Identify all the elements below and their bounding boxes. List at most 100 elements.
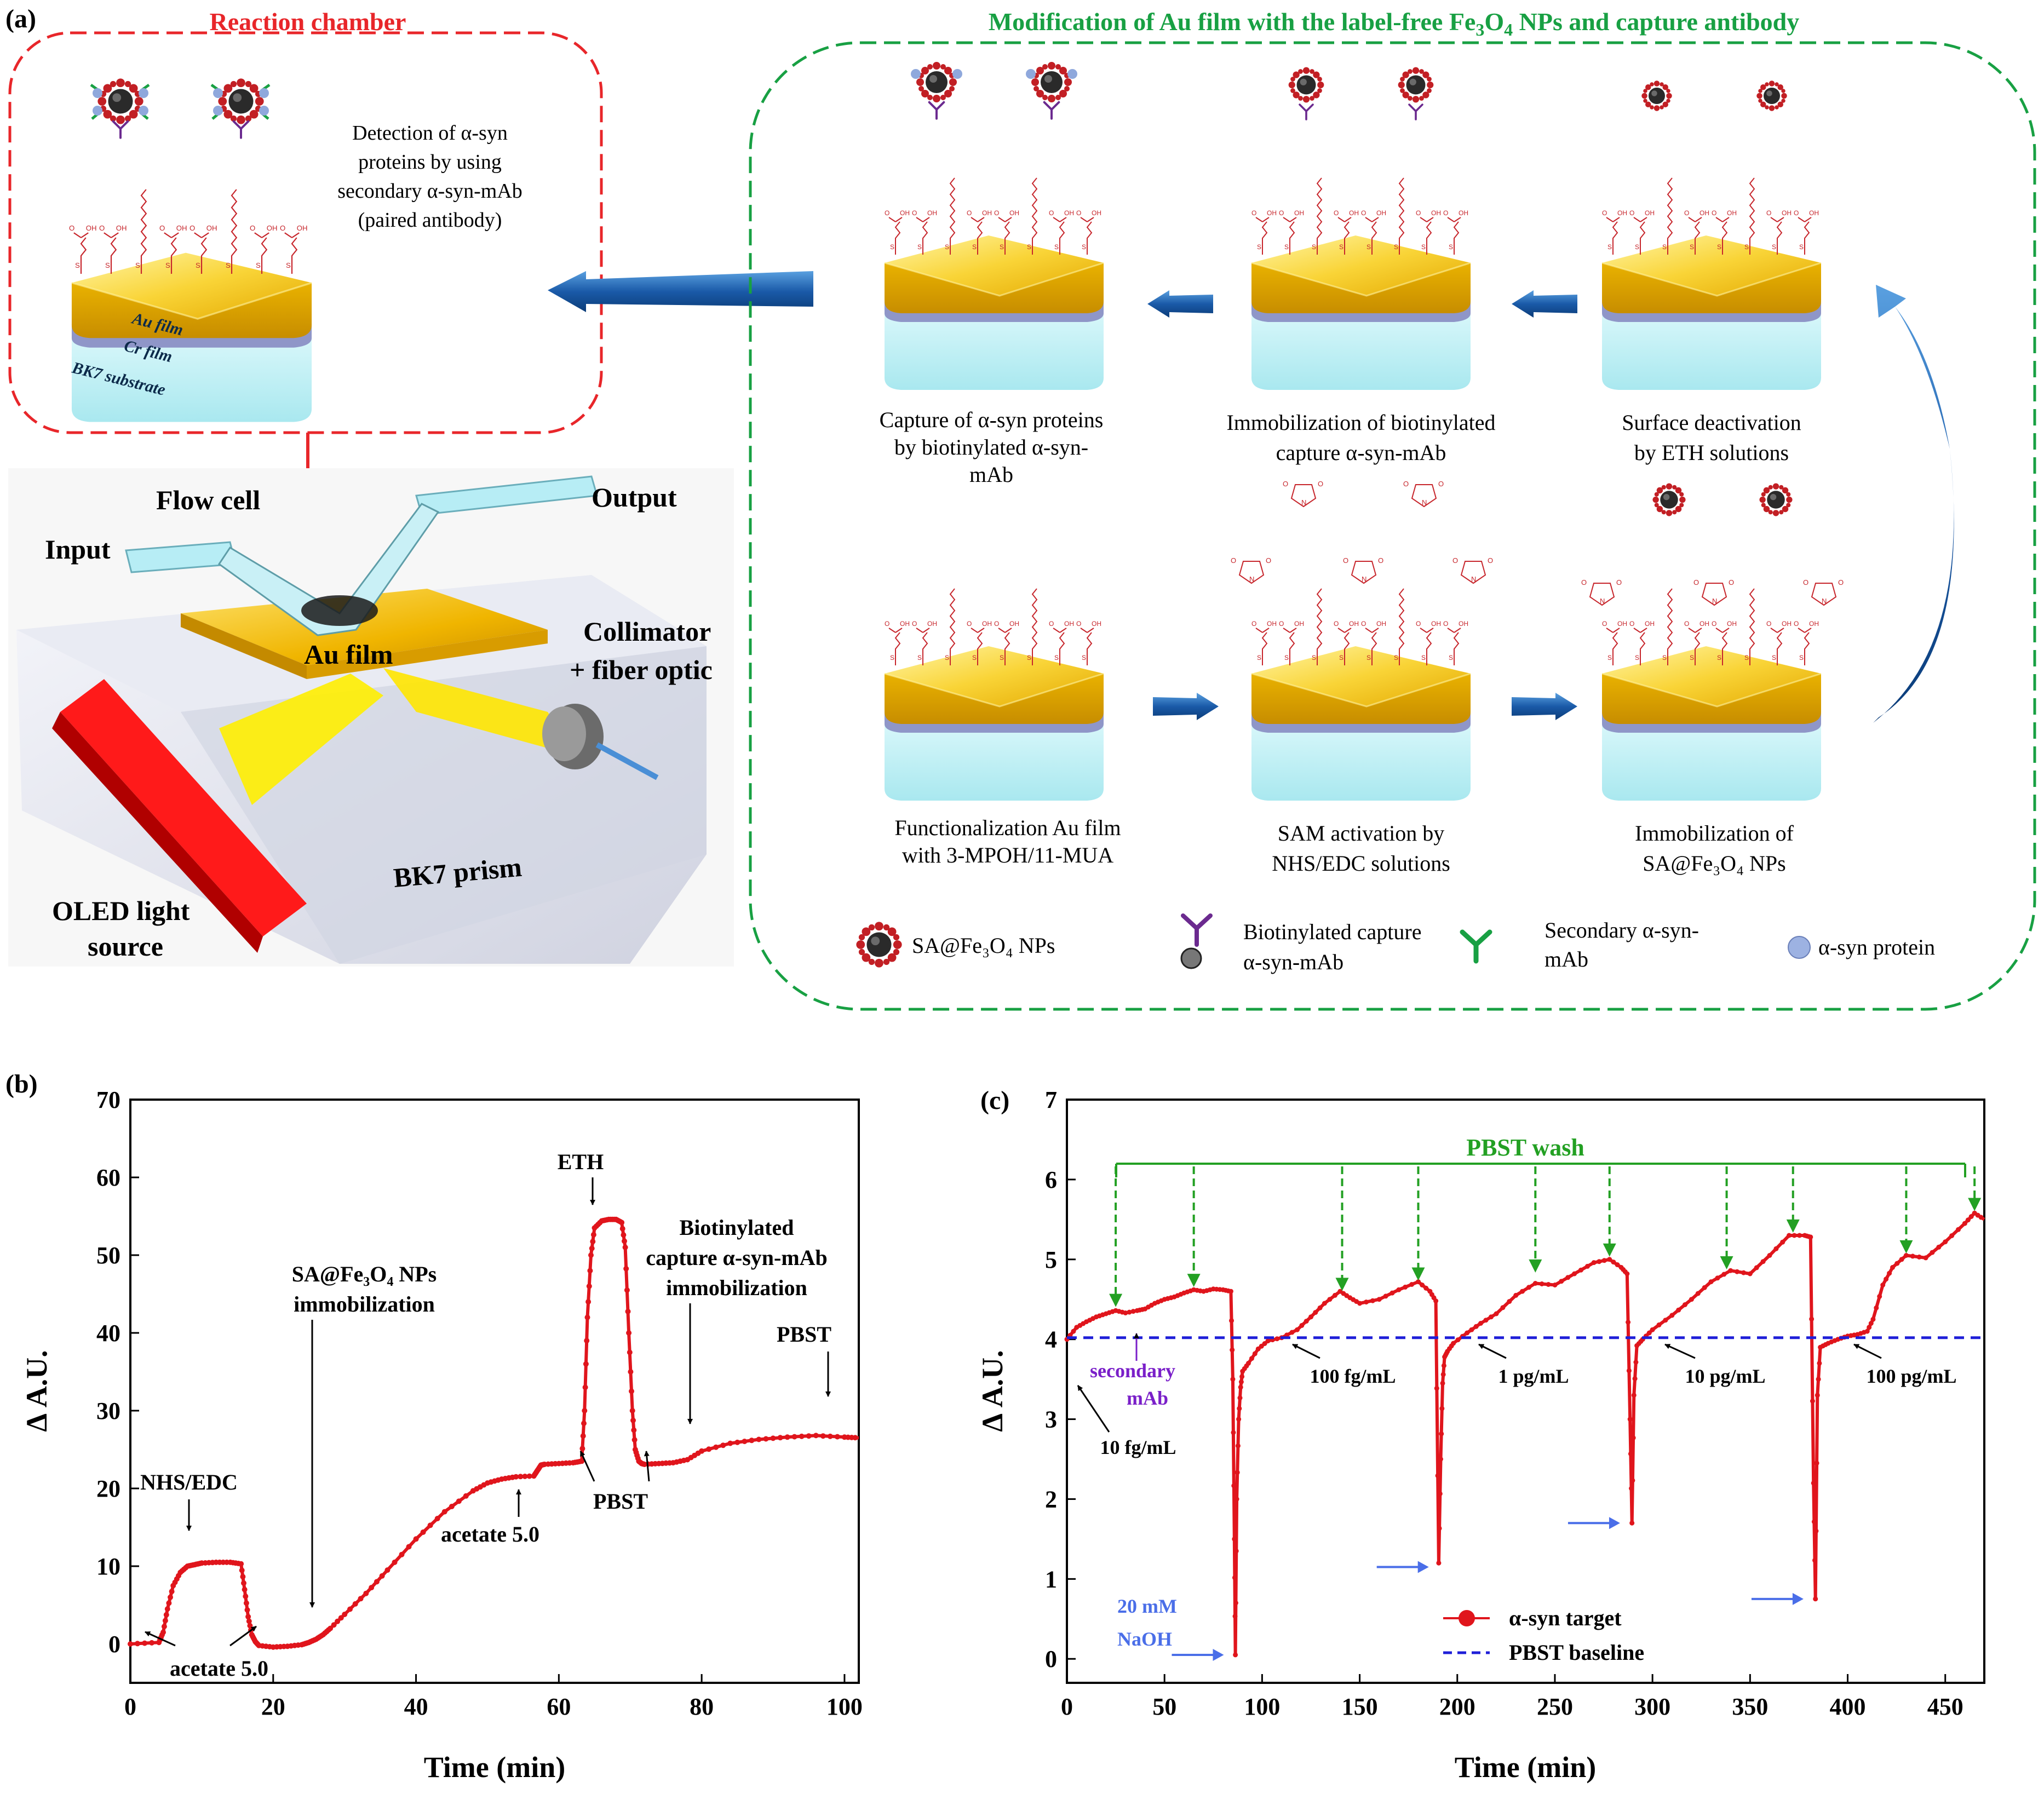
- chart-c-point: [1231, 1430, 1236, 1435]
- chart-c-point: [1123, 1310, 1128, 1315]
- chart-c-xtick-label: 100: [1244, 1693, 1280, 1720]
- chart-c-xtick-label: 450: [1927, 1693, 1963, 1720]
- step-sam-line2: NHS/EDC solutions: [1272, 851, 1450, 876]
- chart-b-point: [579, 1458, 585, 1464]
- chart-c-point: [1439, 1431, 1444, 1436]
- secondary-mab-legend-line1: Secondary α-syn-: [1545, 918, 1699, 942]
- np-legend-icon: [856, 922, 902, 968]
- pbst-wash-arrowhead: [1968, 1198, 1982, 1211]
- naoh-arrowhead: [1213, 1648, 1224, 1661]
- chart-b-point: [168, 1594, 173, 1600]
- chart-c-point: [1760, 1259, 1766, 1264]
- chart-b-point: [852, 1435, 858, 1441]
- annot-acetate-bottom: acetate 5.0: [170, 1656, 268, 1681]
- chart-c-xtick-label: 400: [1830, 1693, 1866, 1720]
- chart-c-point: [1433, 1298, 1439, 1304]
- chart-c-point: [1308, 1314, 1313, 1320]
- chart-c-point: [1284, 1332, 1289, 1338]
- chart-c-point: [1611, 1260, 1616, 1265]
- chart-c-point: [1513, 1292, 1519, 1298]
- chart-b-point: [820, 1433, 826, 1439]
- chart-b-point: [162, 1618, 168, 1624]
- modification-box: [749, 41, 2036, 1011]
- chart-b-point: [589, 1245, 595, 1251]
- step-np-line2: SA@Fe₃O₄ NPs: [1643, 851, 1785, 876]
- chart-c-point: [1962, 1221, 1967, 1226]
- chart-b-point: [834, 1434, 840, 1440]
- chart-c-point: [1437, 1491, 1443, 1497]
- chart-b-point: [581, 1421, 587, 1427]
- chart-c-ytick-label: 3: [1045, 1406, 1057, 1433]
- modification-legend: SA@Fe₃O₄ NPs Biotinylated capture α-syn-…: [856, 913, 1935, 974]
- chart-c-point: [1894, 1261, 1900, 1266]
- chart-b-point: [160, 1629, 166, 1635]
- chart-c-point: [1767, 1253, 1772, 1258]
- capture-mab-legend-line2: α-syn-mAb: [1243, 950, 1343, 974]
- chart-b-point: [586, 1283, 592, 1289]
- oled-label-line2: source: [88, 931, 163, 962]
- chart-c-xtick-label: 150: [1342, 1693, 1378, 1720]
- fiber-optic-label: + fiber optic: [570, 654, 713, 685]
- chart-c-point: [1815, 1393, 1820, 1398]
- chart-b-point: [791, 1434, 797, 1440]
- chart-b-point: [582, 1384, 588, 1390]
- chart-b-point: [328, 1625, 334, 1631]
- chart-c-point: [1451, 1341, 1456, 1346]
- chart-b-point: [631, 1427, 637, 1433]
- chart-c-point: [1469, 1327, 1474, 1332]
- chart-b-point: [149, 1640, 155, 1646]
- chart-c-frame: [1066, 1099, 1985, 1684]
- chart-c-point: [1780, 1239, 1785, 1245]
- panel-c-label: (c): [980, 1086, 1009, 1115]
- chart-b-point: [392, 1559, 398, 1565]
- pbst-wash-label: PBST wash: [1466, 1134, 1584, 1161]
- chart-c-point: [1230, 1377, 1236, 1382]
- naoh-arrowhead: [1792, 1592, 1804, 1605]
- chart-c-point: [1978, 1215, 1984, 1220]
- chart-c-series-0-line: [1065, 1211, 1985, 1657]
- chart-c-point: [1071, 1329, 1076, 1334]
- chart-c-point: [1663, 1318, 1668, 1323]
- chart-c-point: [1245, 1360, 1251, 1366]
- chart-b-xlabel: Time (min): [424, 1751, 565, 1784]
- chart-c-point: [1237, 1406, 1242, 1411]
- chart-c-point: [1465, 1330, 1470, 1336]
- chart-c-point: [1773, 1246, 1779, 1251]
- chart-b-xtick-label: 20: [261, 1693, 285, 1720]
- chart-c-point: [1877, 1293, 1882, 1299]
- chart-c-point: [1572, 1271, 1577, 1277]
- chart-b-point: [449, 1504, 455, 1509]
- chart-c-point: [1811, 1519, 1817, 1525]
- chart-b-point: [246, 1618, 252, 1624]
- chart-b-point: [369, 1585, 375, 1591]
- step-functionalization-line1: Functionalization Au film: [894, 815, 1121, 840]
- chart-c-point: [1870, 1316, 1876, 1322]
- chart-b-point: [628, 1369, 634, 1375]
- chart-b-point: [590, 1239, 596, 1245]
- chart-b-xtick-label: 80: [690, 1693, 714, 1720]
- chart-b-point: [128, 1641, 133, 1647]
- chart-c-point: [1434, 1385, 1439, 1391]
- chart-c-xtick-label: 300: [1634, 1693, 1670, 1720]
- chart-c-point: [1916, 1254, 1922, 1260]
- chart-c-legend: α-syn target PBST baseline: [1443, 1606, 1644, 1665]
- chart-c-point: [1439, 1406, 1445, 1411]
- chart-c-point: [1494, 1311, 1499, 1316]
- modification-title: Modification of Au film with the label-f…: [989, 8, 1800, 39]
- chart-b-point: [630, 1417, 636, 1423]
- chart-c-point: [1423, 1285, 1429, 1291]
- chart-b-ytick-label: 0: [108, 1631, 120, 1658]
- chart-b-ytick-label: 40: [96, 1320, 120, 1347]
- chart-b-point: [358, 1596, 364, 1602]
- chart-c-point: [1689, 1297, 1694, 1302]
- chart-c-point: [1628, 1451, 1633, 1457]
- reaction-chamber-box: [8, 31, 603, 434]
- chart-b-ytick-label: 20: [96, 1475, 120, 1502]
- chart-c-point: [1880, 1283, 1886, 1287]
- chart-c-point: [1127, 1309, 1132, 1315]
- annot-eth: ETH: [558, 1149, 604, 1174]
- reaction-chamber-title: Reaction chamber: [210, 8, 406, 36]
- chart-c-point: [1265, 1338, 1271, 1344]
- chart-c-point: [1357, 1301, 1363, 1306]
